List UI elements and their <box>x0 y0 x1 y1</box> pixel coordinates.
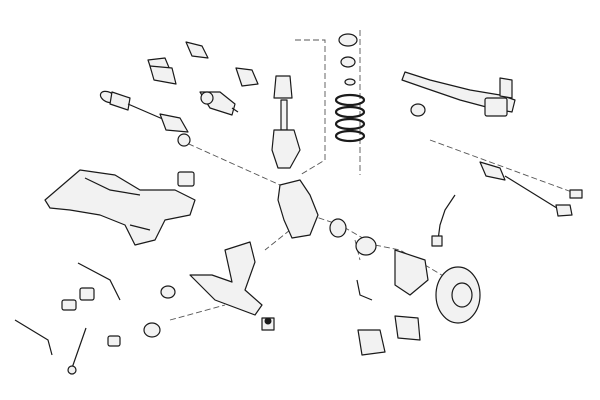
steering-rack <box>401 71 516 117</box>
abs-sensor <box>431 194 456 247</box>
brake-pads <box>357 315 421 356</box>
subframe-mount <box>177 171 195 187</box>
steering-knuckle <box>277 179 319 239</box>
ball-joint <box>261 317 275 331</box>
hub <box>355 236 377 256</box>
bump-stop <box>273 75 293 99</box>
control-arm-bushing <box>143 285 176 338</box>
stabilizer-link <box>67 327 87 375</box>
control-arm <box>189 241 263 316</box>
brake-disc <box>435 266 481 324</box>
engine-subframe <box>44 169 196 246</box>
drive-shaft-left <box>99 90 191 147</box>
dust-shield <box>394 249 429 296</box>
tie-rod-end <box>555 189 583 217</box>
stabilizer-bar <box>14 262 121 356</box>
coil-spring <box>334 93 366 143</box>
cv-boot-set <box>147 41 259 87</box>
wheel-bearing <box>329 218 347 238</box>
shock-absorber <box>271 99 301 169</box>
drive-shaft-right <box>199 91 239 116</box>
stabilizer-bushing <box>61 287 121 347</box>
brake-hose <box>356 279 373 301</box>
strut-mount <box>338 33 358 86</box>
rack-boot <box>479 161 506 181</box>
tie-rod <box>504 175 561 211</box>
